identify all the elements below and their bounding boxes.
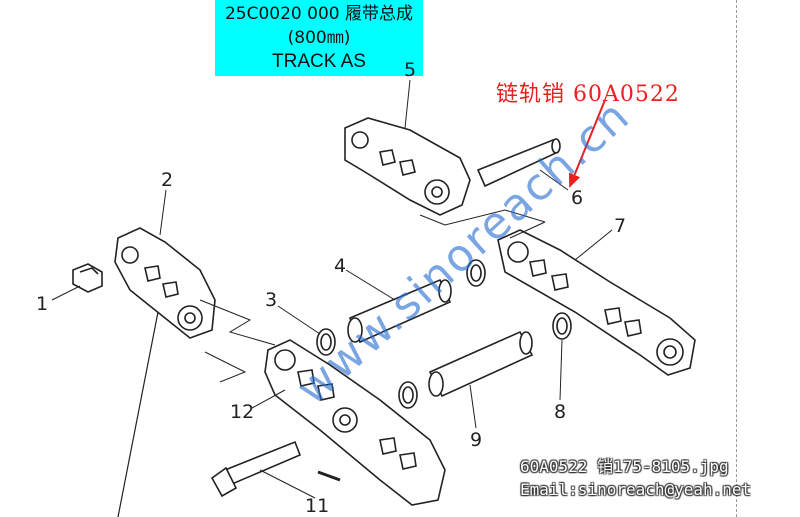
title-part-number: 25C0020 000 履带总成(800㎜) — [224, 4, 414, 48]
part-label-8: 8 — [554, 401, 566, 423]
title-assembly-name: TRACK AS — [272, 51, 366, 72]
bushing-4 — [347, 278, 452, 344]
part-label-5: 5 — [404, 59, 416, 81]
part-label-6: 6 — [571, 187, 583, 209]
leader-lines — [51, 79, 613, 499]
bushing-9 — [428, 330, 534, 398]
part-label-4: 4 — [334, 255, 346, 277]
frame-border — [736, 0, 738, 517]
red-callout-label: 链轨销 60A0522 — [496, 82, 680, 107]
part-label-1: 1 — [36, 293, 48, 315]
track-link-2 — [114, 227, 216, 339]
nut-1 — [72, 263, 103, 293]
part-label-3: 3 — [265, 289, 277, 311]
seal-8 — [398, 312, 572, 409]
assembly-guide-lines — [199, 209, 546, 383]
caption-filename: 60A0522 销175-8105.jpg — [520, 457, 729, 476]
part-label-7: 7 — [614, 215, 626, 237]
track-link-5 — [344, 117, 471, 216]
bolt-11 — [210, 440, 302, 498]
track-pin-6 — [476, 138, 561, 188]
part-label-9: 9 — [470, 429, 482, 451]
track-link-7 — [497, 229, 696, 376]
callout-arrow — [568, 99, 606, 188]
title-block: 25C0020 000 履带总成(800㎜) TRACK AS — [215, 0, 423, 76]
seal-3 — [316, 259, 486, 356]
caption-email: Email:sinoreach@yeah.net — [520, 480, 752, 499]
part-label-2: 2 — [161, 169, 173, 191]
split-pin — [317, 470, 341, 482]
leader-line-long — [117, 311, 159, 517]
part-label-12: 12 — [230, 401, 254, 423]
part-label-11: 11 — [305, 495, 329, 517]
